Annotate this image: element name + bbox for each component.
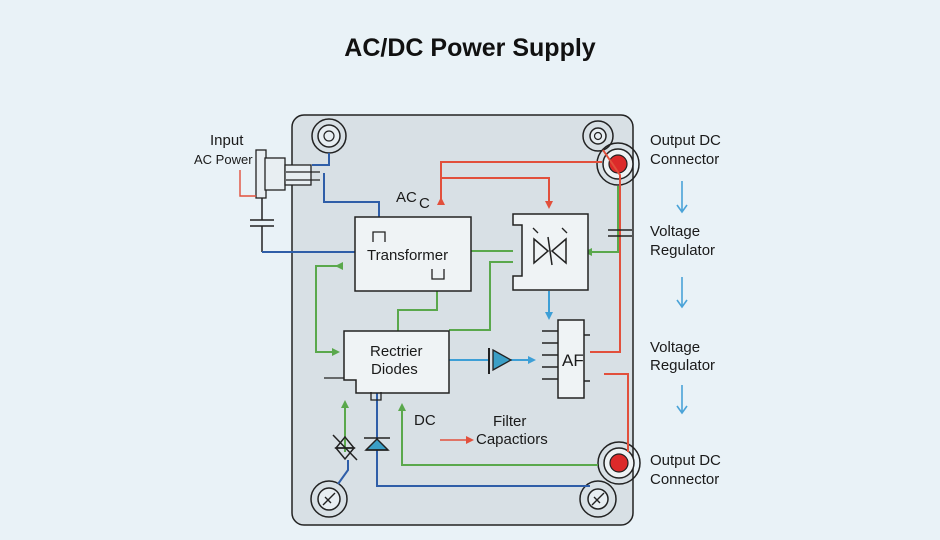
ac-c-label: C: [419, 195, 430, 212]
output-dc-bottom-line1: Output DC: [650, 452, 721, 469]
red-wires: [437, 149, 629, 452]
output-connector-top-icon: [596, 142, 640, 186]
voltage-regulator-1-line1: Voltage: [650, 223, 701, 240]
screw-terminal-icon: [582, 120, 614, 152]
af-label: AF: [562, 351, 584, 370]
output-dc-top-line2: Connector: [650, 151, 720, 168]
page-title: AC/DC Power Supply: [344, 34, 596, 62]
screw-terminal-icon: [310, 480, 348, 518]
capacitor-icon: [608, 229, 632, 237]
rectifier-block: [343, 330, 450, 394]
bridge-rectifier-icon: [512, 213, 589, 291]
screw-terminal-icon: [579, 480, 617, 518]
down-arrow-icon: [676, 277, 688, 309]
dc-label: DC: [414, 412, 436, 429]
cyan-wires: [449, 291, 553, 364]
blue-wires: [262, 153, 590, 487]
down-arrow-icon: [676, 385, 688, 415]
rectifier-label-line1: Rectrier: [370, 343, 423, 360]
ac-label: AC: [396, 189, 417, 206]
voltage-regulator-2-line1: Voltage: [650, 339, 701, 356]
input-label: Input: [210, 132, 244, 149]
af-regulator-block: [542, 319, 590, 399]
output-dc-top-line1: Output DC: [650, 132, 721, 149]
ac-power-label: AC Power: [194, 152, 253, 167]
ac-plug-icon: [255, 149, 320, 199]
capacitor-icon: [250, 198, 274, 252]
filter-label-line1: Filter: [493, 413, 527, 430]
down-arrow-icon: [676, 181, 688, 214]
transformer-block: [354, 216, 472, 292]
voltage-regulator-1-line2: Regulator: [650, 242, 716, 259]
filter-label-line2: Capactiors: [476, 431, 548, 448]
diode-icon: [332, 434, 358, 461]
rectifier-label-line2: Diodes: [371, 361, 418, 378]
voltage-regulator-2-line2: Regulator: [650, 357, 716, 374]
amplifier-triangle-icon: [488, 348, 513, 374]
transformer-label: Transformer: [367, 247, 449, 264]
output-connector-bottom-icon: [597, 441, 641, 485]
green-wires: [315, 186, 619, 466]
output-dc-bottom-line2: Connector: [650, 471, 720, 488]
diode-icon: [364, 437, 390, 451]
